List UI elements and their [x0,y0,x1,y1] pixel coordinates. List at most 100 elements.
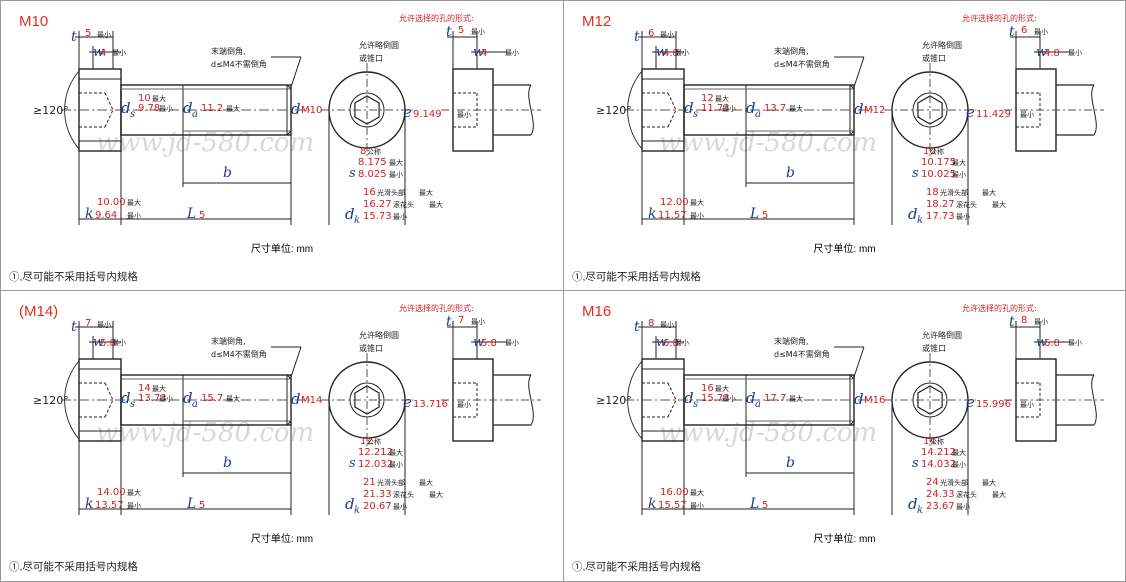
symbol-L: L [186,496,196,512]
unit-note: 尺寸单位: mm [813,244,876,255]
label-max: 最大 [690,198,704,207]
size-label: (M14) [19,303,59,320]
value-t: 7 [458,315,464,326]
label-max: 最大 [152,94,166,103]
label-max: 最大 [429,490,443,499]
leader-line [290,56,302,88]
value-dk-smooth: 16 [363,187,376,198]
angle-label: ≥120° [33,394,69,407]
label-min: 最小 [393,212,407,221]
value-e: 15.996 [976,399,1011,410]
label-min: 最小 [690,501,704,510]
label-min: 最小 [1068,48,1082,57]
size-label: M16 [582,303,612,320]
symbol-ds-sub: s [130,399,135,410]
end-chamfer-line [286,374,292,380]
angle-arc [64,360,80,440]
label-min: 最小 [722,104,736,113]
leader-line [853,56,865,88]
symbol-e: e [403,393,412,411]
note-cone: 或锥口 [359,53,383,63]
value-s-min: 14.032 [921,459,956,470]
label-min: 最小 [690,211,704,220]
socket-cone-line [104,382,114,401]
value-w: 6.8 [663,338,679,349]
symbol-da: d [746,99,756,117]
symbol-t: t [634,319,640,335]
symbol-L: L [749,206,759,222]
symbol-t: t [1009,24,1015,40]
watermark-text: www.jd-580.com [96,128,314,158]
unit-note: 尺寸单位: mm [813,534,876,545]
end-chamfer-line [849,130,855,136]
value-da: 17.7 [764,393,786,404]
angle-arc [627,70,643,150]
label-min: 最小 [112,48,126,57]
label-min: 最小 [675,338,689,347]
value-thread: M16 [864,395,885,406]
note-cone: 或锥口 [922,53,946,63]
end-chamfer-line [849,420,855,426]
label-min: 最小 [389,460,403,469]
label-max: 最大 [226,394,240,403]
socket-cone-line [667,399,677,418]
label-min: 最小 [97,30,111,39]
value-w: 6.8 [1044,338,1060,349]
symbol-ds: d [684,389,694,407]
symbol-b: b [223,165,232,181]
value-dk-min: 17.73 [926,211,955,222]
value-w: 4.8 [663,48,679,59]
symbol-w: w [656,45,667,60]
value-e: 9.149 [413,109,442,120]
symbol-e: e [403,103,412,121]
value-ds-min: 15.73 [701,393,730,404]
symbol-t: t [634,29,640,45]
symbol-b: b [223,455,232,471]
end-chamfer-line [286,130,292,136]
label-min: 最小 [675,48,689,57]
symbol-da: d [746,389,756,407]
label-smooth-head: 光滑头部 [940,478,968,487]
note-allowed-holes: 允许选择的孔的形式: [399,303,474,313]
label-min: 最小 [159,394,173,403]
symbol-t: t [1009,314,1015,330]
unit-note: 尺寸单位: mm [250,534,314,545]
symbol-da-sub: a [755,109,761,120]
alt-break-line [1091,84,1097,136]
label-max: 最大 [389,448,403,457]
alt-break-line [1091,374,1097,426]
symbol-dk-sub: k [917,215,923,226]
value-ds-max: 14 [138,383,151,394]
label-min: 最小 [1020,400,1034,409]
value-s-nominal: 12 [360,436,373,447]
label-min: 最小 [127,501,141,510]
label-min: 最小 [952,460,966,469]
label-max: 最大 [952,448,966,457]
note-allowed-holes: 允许选择的孔的形式: [962,13,1037,23]
value-t: 8 [648,318,654,329]
label-min: 最小 [505,338,519,347]
symbol-da-sub: a [192,109,198,120]
alt-shank-outline [1056,374,1094,426]
note-no-chamfer: d≤M4不需倒角 [774,59,830,69]
value-t: 7 [85,318,91,329]
note-allow-round: 允许略倒圆 [359,330,399,340]
symbol-ds-sub: s [130,109,135,120]
symbol-d: d [291,100,301,118]
label-knurled-head: 滚花头 [956,490,977,499]
label-max: 最大 [715,384,729,393]
value-e: 11.429 [976,109,1011,120]
alt-break-line [528,84,534,136]
label-max: 最大 [419,188,433,197]
value-s-min: 10.025 [921,169,956,180]
symbol-t: t [446,314,452,330]
unit-note: 尺寸单位: mm [250,244,314,255]
value-e: 13.716 [413,399,448,410]
label-min: 最小 [457,110,471,119]
symbol-t: t [446,24,452,40]
symbol-w: w [473,45,484,60]
symbol-t: t [71,319,77,335]
